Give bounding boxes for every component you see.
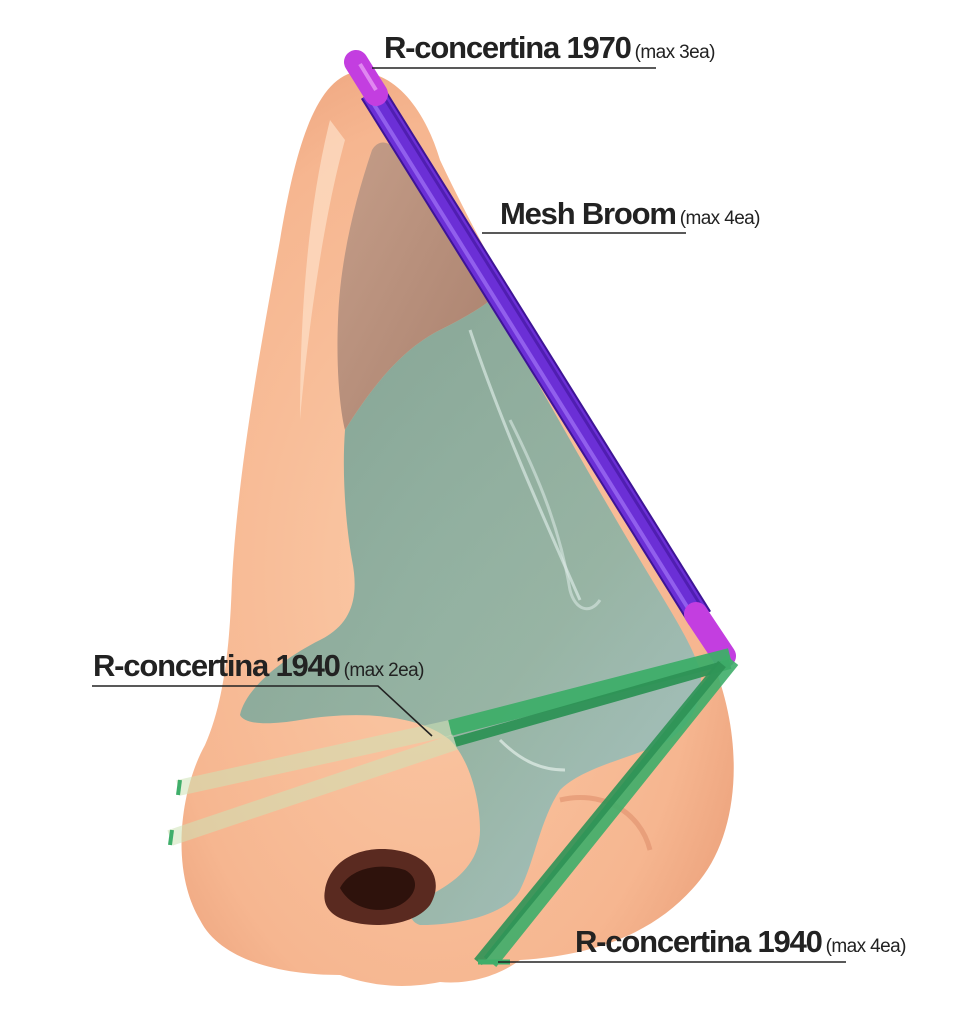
label-concertina-1940-upper-name: R-concertina 1940 bbox=[93, 648, 341, 683]
leader-lines bbox=[92, 67, 846, 963]
label-mesh-broom-name: Mesh Broom bbox=[500, 196, 677, 231]
label-concertina-1940-lower-qty: (max 4ea) bbox=[825, 936, 907, 957]
label-concertina-1970: R-concertina 1970(max 3ea) bbox=[384, 32, 715, 63]
label-concertina-1940-upper: R-concertina 1940(max 2ea) bbox=[93, 650, 424, 681]
label-concertina-1940-lower-name: R-concertina 1940 bbox=[575, 924, 823, 959]
label-mesh-broom-qty: (max 4ea) bbox=[679, 208, 761, 229]
label-mesh-broom: Mesh Broom(max 4ea) bbox=[500, 198, 760, 229]
label-concertina-1940-upper-qty: (max 2ea) bbox=[343, 660, 425, 681]
label-concertina-1970-qty: (max 3ea) bbox=[634, 42, 716, 63]
concertina-1970-implant bbox=[344, 50, 736, 668]
mesh-broom-implant bbox=[360, 85, 712, 625]
cartilage bbox=[240, 300, 701, 925]
cartilage-contour-3 bbox=[498, 738, 566, 772]
cartilage-contour-2 bbox=[508, 419, 602, 611]
label-concertina-1940-lower: R-concertina 1940(max 4ea) bbox=[575, 926, 906, 957]
nasal-bone bbox=[337, 142, 490, 430]
concertina-1940-upper-implant bbox=[167, 648, 732, 846]
skin-highlight bbox=[300, 120, 345, 420]
nostril-inner bbox=[340, 866, 416, 910]
label-concertina-1970-name: R-concertina 1970 bbox=[384, 30, 632, 65]
